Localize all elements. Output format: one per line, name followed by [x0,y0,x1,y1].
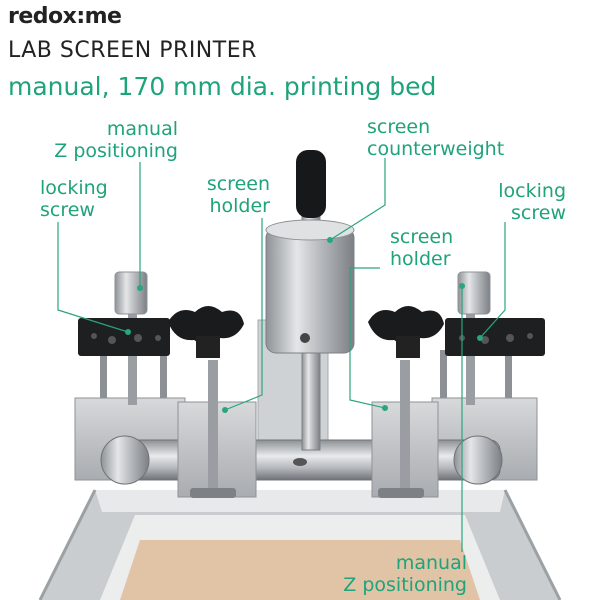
left-star-knob [168,306,244,358]
callout-screen-holder-right: screen holder [390,226,454,270]
callout-locking-screw-right: locking screw [498,180,566,224]
base-frame [38,489,562,600]
callout-manual-z-positioning-top: manual Z positioning [54,118,178,162]
callout-screen-holder-left: screen holder [206,173,270,217]
brand-logo: redox:me [8,4,122,29]
right-end-cap [453,435,503,485]
right-locking-clamp [445,318,545,356]
right-star-knob [368,306,444,358]
page-title: LAB SCREEN PRINTER [8,38,257,63]
left-z-knob [114,271,148,315]
left-end-cap [100,435,150,485]
callout-manual-z-positioning-bottom: manual Z positioning [343,552,467,596]
callout-screen-counterweight: screen counterweight [367,116,505,160]
page-subtitle: manual, 170 mm dia. printing bed [8,72,437,101]
guide-rods [100,350,512,410]
lever-handle [296,150,326,218]
left-locking-clamp [78,318,170,356]
right-z-knob [457,271,491,315]
callout-locking-screw-left: locking screw [40,177,108,221]
